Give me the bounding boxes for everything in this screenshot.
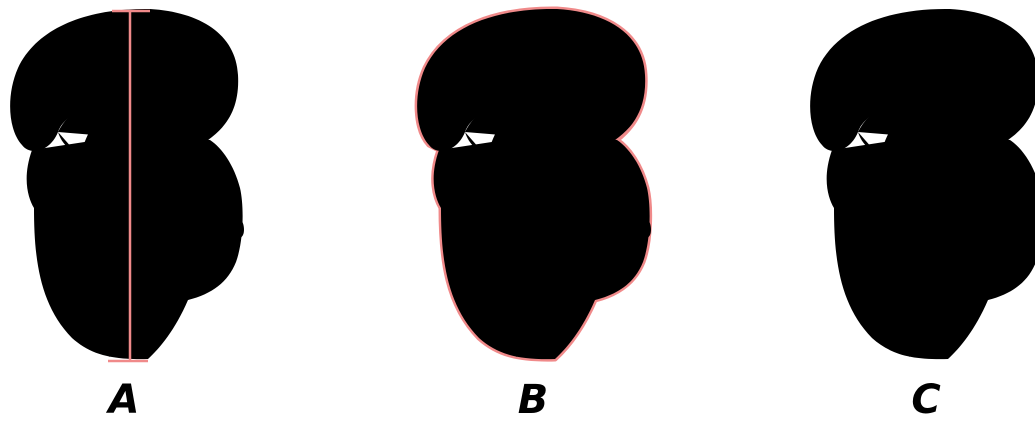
panel-c: C: [810, 9, 1035, 423]
panel-a: A: [10, 9, 244, 423]
panel-label-b: B: [518, 377, 549, 423]
shell-drawing-c: [810, 9, 1035, 359]
panel-label-a: A: [106, 377, 140, 423]
panel-label-c: C: [911, 377, 940, 423]
shell-drawing-b: [417, 9, 651, 359]
shell-drawing-a: [10, 9, 244, 359]
panel-b: B: [417, 9, 651, 423]
